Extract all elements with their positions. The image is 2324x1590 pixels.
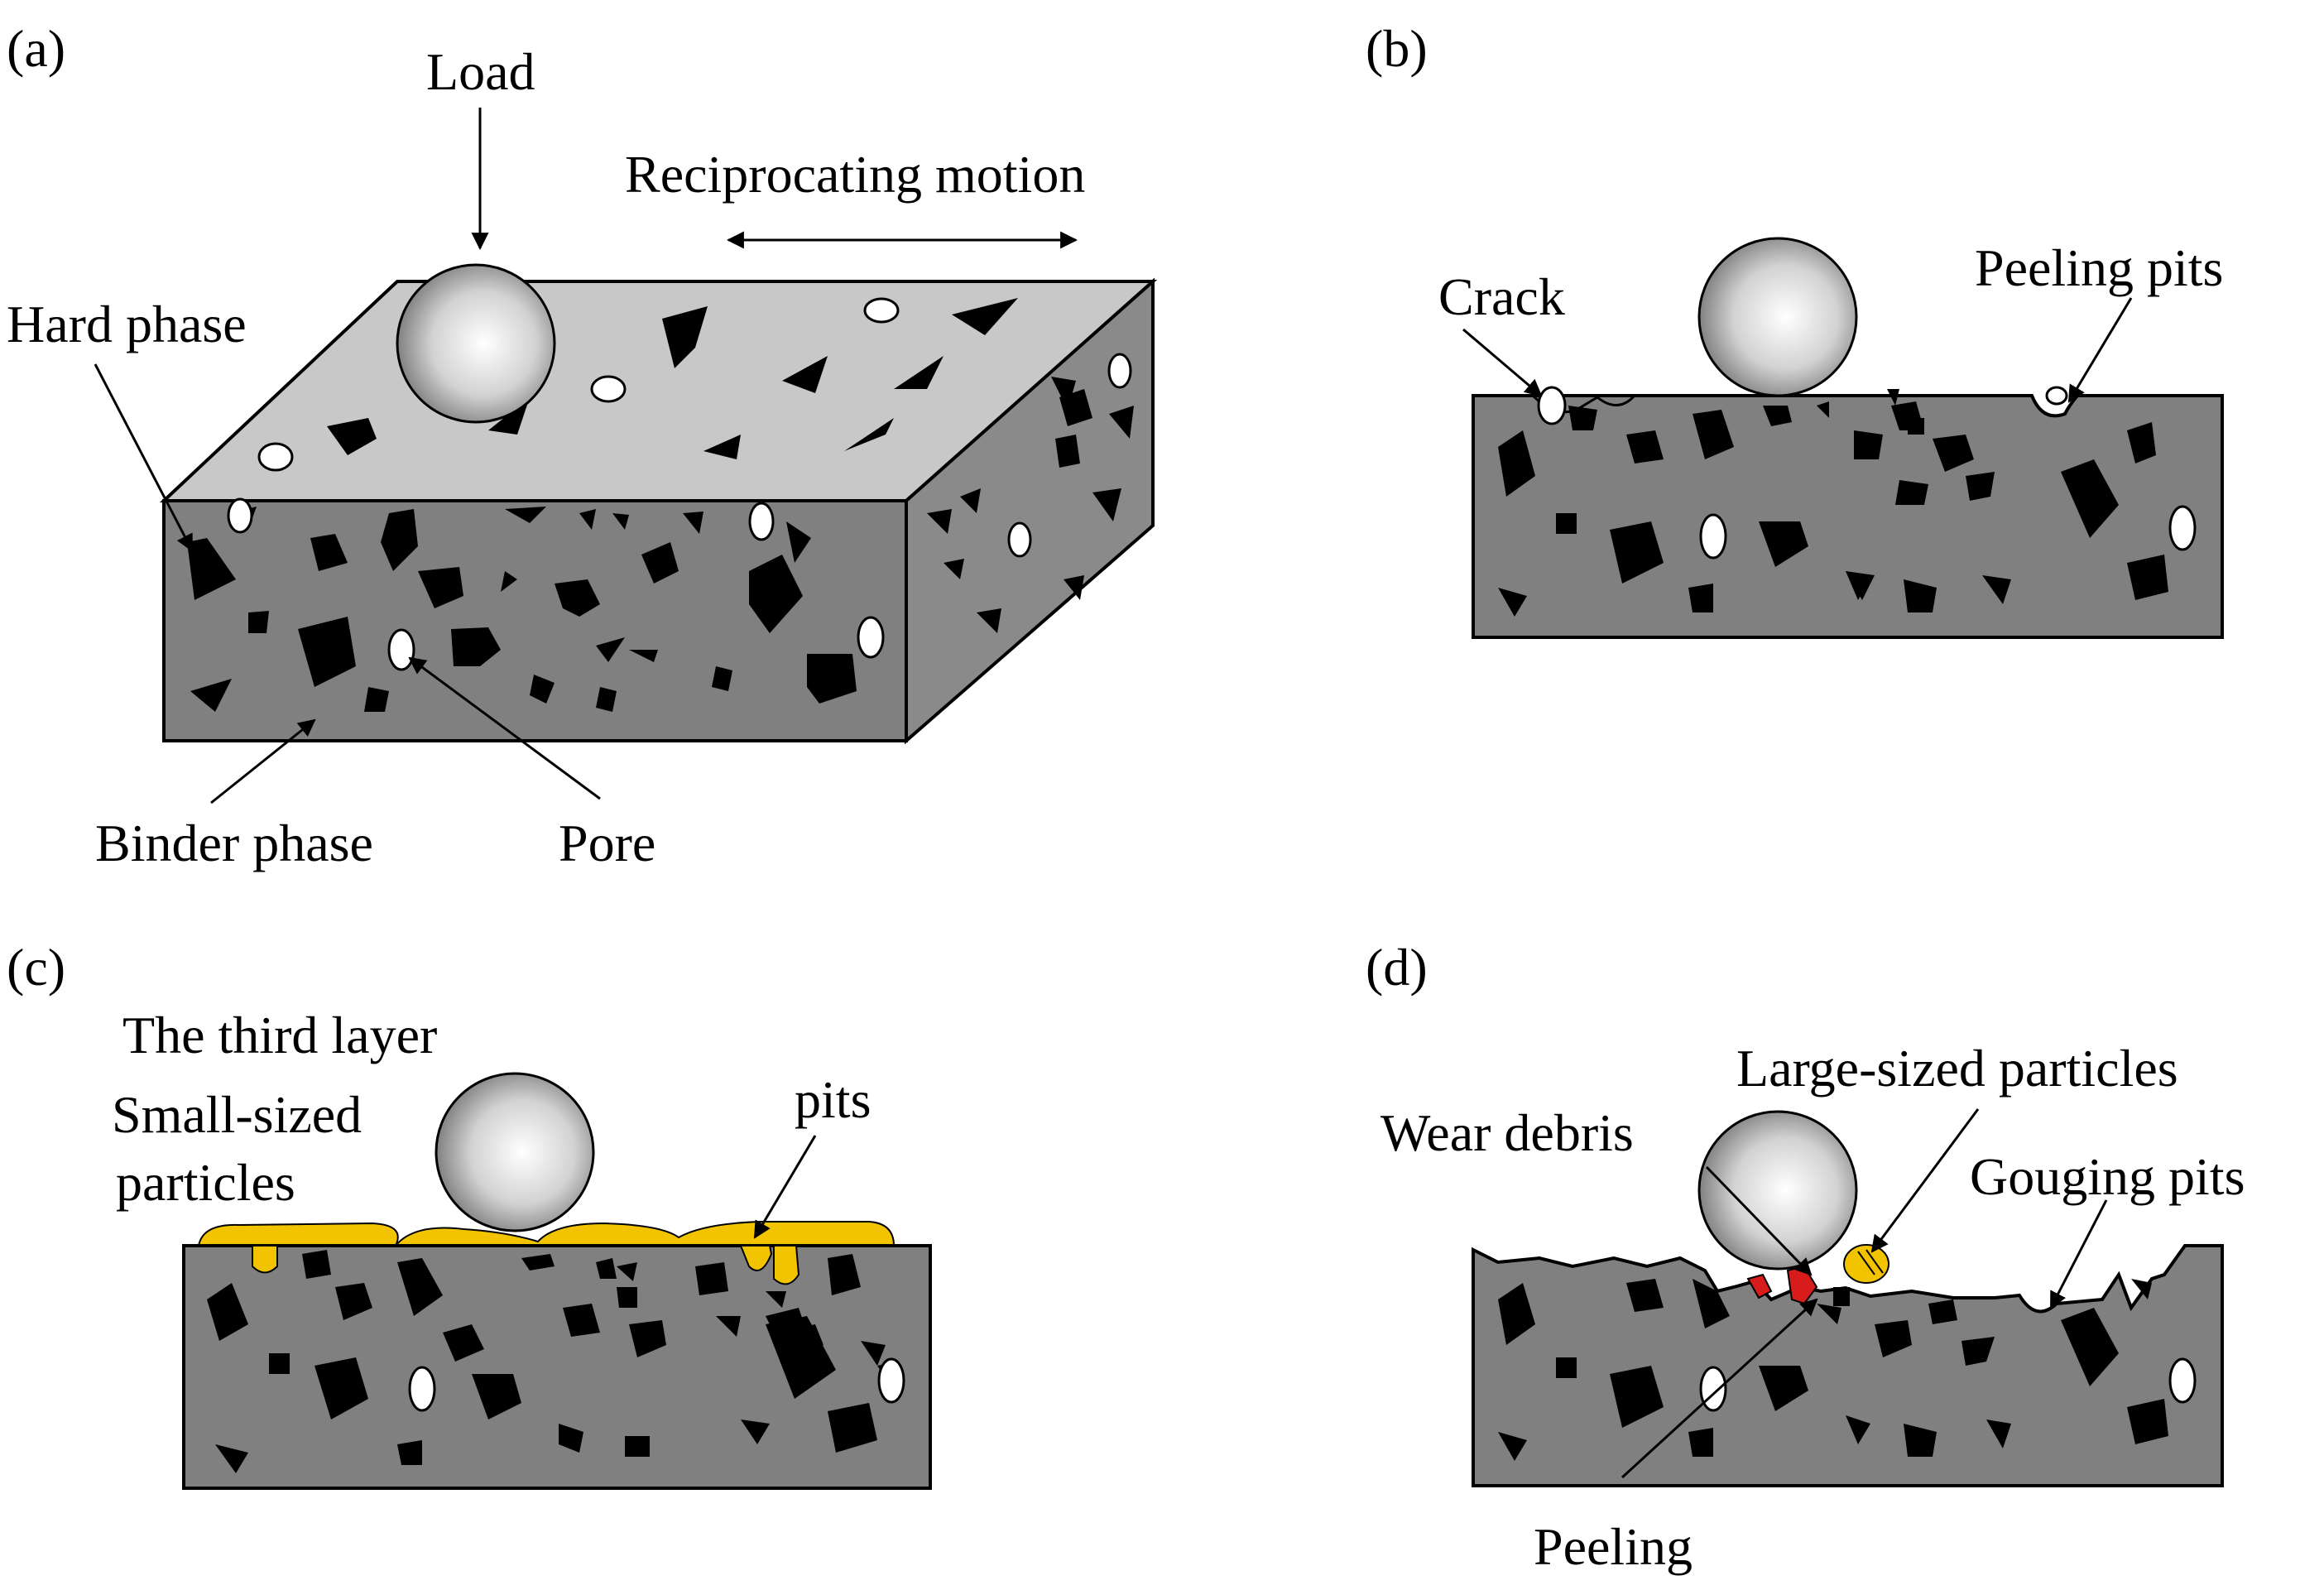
small-particles-label-1: Small-sized: [112, 1085, 362, 1144]
gouging-pits-label: Gouging pits: [1970, 1147, 2245, 1206]
panel-c-tag: (c): [7, 938, 65, 997]
large-particle-marks: [1857, 1249, 1884, 1275]
panel-c: (c): [7, 938, 932, 1490]
wear-debris-label: Wear debris: [1380, 1103, 1634, 1162]
crack-pore: [1537, 386, 1567, 425]
peeling-pits-leader: [2067, 297, 2133, 403]
c-hard-phases: [207, 1250, 898, 1473]
motion-label: Reciprocating motion: [625, 145, 1085, 204]
panel-b-tag: (b): [1366, 19, 1428, 78]
panel-d: (d): [1366, 938, 2245, 1576]
peeling-pits-label: Peeling pits: [1975, 238, 2223, 297]
panel-d-tag: (d): [1366, 938, 1428, 997]
pore-label: Pore: [559, 814, 655, 872]
b-hard-phases: [1498, 389, 2168, 617]
top-pores: [257, 297, 900, 472]
small-particles-label-2: particles: [116, 1153, 295, 1212]
panel-a: (a): [7, 19, 1158, 872]
c-pores: [408, 1357, 905, 1412]
wear-debris-leader: [1705, 1165, 1813, 1276]
ball: [1697, 1110, 1858, 1271]
b-pores: [1699, 386, 2197, 560]
panel-b: (b): [1366, 19, 2224, 639]
pits-leader: [753, 1135, 817, 1239]
binder-phase-label: Binder phase: [95, 814, 373, 872]
ball: [435, 1072, 595, 1232]
peeling-label: Peeling: [1534, 1517, 1693, 1576]
large-particles-label: Large-sized particles: [1736, 1039, 2178, 1098]
pits-label: pits: [795, 1070, 871, 1129]
large-particles-leader: [1870, 1108, 1980, 1253]
gouging-pits-leader: [2049, 1199, 2108, 1309]
hard-phase-label: Hard phase: [7, 295, 247, 353]
side-pores: [1007, 353, 1132, 558]
top-hard-phases: [327, 298, 1076, 459]
front-pores: [227, 497, 885, 671]
binder-phase-leader: [210, 718, 316, 805]
crack-label: Crack: [1438, 267, 1565, 326]
d-hard-phases: [1498, 1279, 2168, 1461]
crack-leader: [1462, 328, 1543, 397]
side-hard-phases: [927, 389, 1134, 633]
third-layer-label: The third layer: [122, 1006, 437, 1064]
block-d: [1472, 1244, 2224, 1487]
block-side-face: [905, 277, 1155, 745]
c-drips: [252, 1245, 800, 1285]
load-label: Load: [426, 42, 535, 101]
hard-phase-leader: [94, 363, 194, 552]
peeling-leader: [1621, 1298, 1818, 1479]
ball: [396, 263, 556, 424]
block-b: [1472, 394, 2224, 639]
third-layer: [197, 1221, 896, 1247]
panel-a-tag: (a): [7, 19, 65, 78]
front-hard-phases: [187, 507, 857, 712]
pore-leader: [408, 656, 601, 800]
ball: [1697, 237, 1858, 397]
